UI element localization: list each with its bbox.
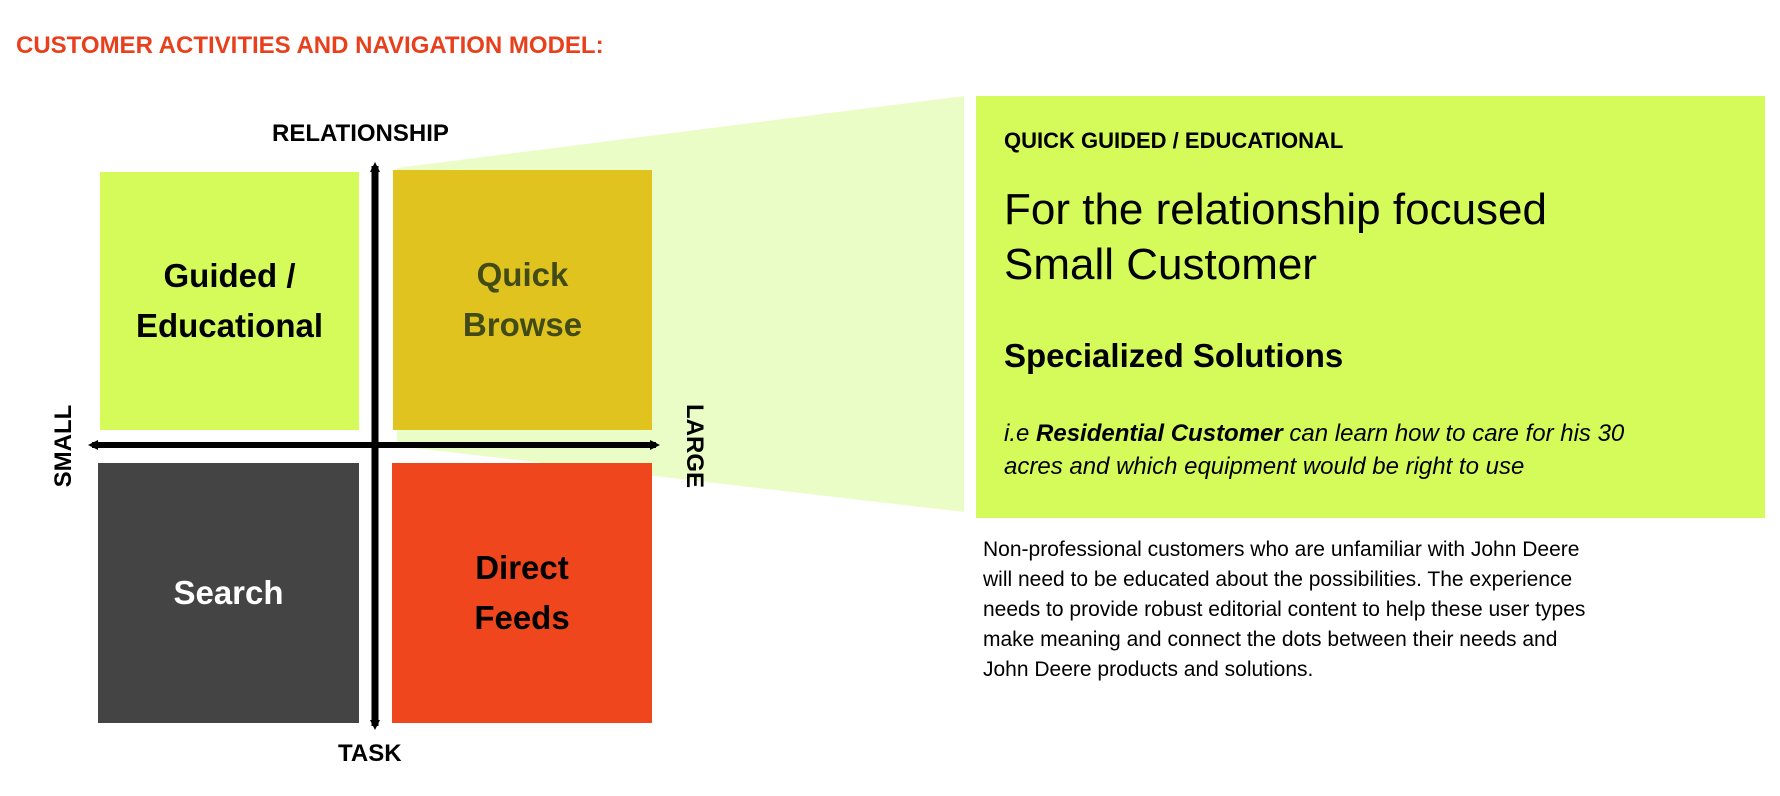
panel-headline: For the relationship focused Small Custo… (1004, 182, 1737, 293)
quadrant-quick-browse[interactable]: Quick Browse (393, 170, 652, 430)
quadrant-direct-feeds[interactable]: Direct Feeds (392, 463, 652, 723)
panel-body-line2: acres and which equipment would be right… (1004, 453, 1525, 481)
description-line: John Deere products and solutions. (983, 658, 1314, 682)
description-line: Non-professional customers who are unfam… (983, 538, 1580, 561)
quadrant-search-line1: Search (173, 573, 284, 611)
quadrant-quick-line2: Browse (462, 306, 583, 343)
description: Non-professional customers who are unfam… (983, 535, 1673, 685)
detail-panel: QUICK GUIDED / EDUCATIONAL For the relat… (976, 96, 1765, 518)
axis-label-large: LARGE (681, 404, 708, 488)
description-line: needs to provide robust editorial conten… (983, 598, 1586, 622)
description-line: make meaning and connect the dots betwee… (983, 628, 1558, 652)
panel-headline-line2: Small Customer (1004, 240, 1317, 290)
quadrant-guided-educational[interactable]: Guided / Educational (100, 172, 359, 430)
axis-label-task: TASK (338, 740, 402, 767)
page-title: CUSTOMER ACTIVITIES AND NAVIGATION MODEL… (16, 32, 604, 59)
axis-label-small: SMALL (50, 404, 77, 488)
panel-subheading: Specialized Solutions (1004, 336, 1344, 374)
axis-label-relationship: RELATIONSHIP (272, 120, 449, 147)
panel-body-prefix: i.e (1004, 419, 1037, 447)
quadrant-quick-line1: Quick (476, 255, 569, 293)
panel-body-bold: Residential Customer (1036, 419, 1283, 447)
panel-body-line1-suffix: can learn how to care for his 30 (1282, 419, 1625, 447)
panel-body: i.e Residential Customer can learn how t… (1004, 417, 1737, 484)
panel-headline-line1: For the relationship focused (1004, 185, 1547, 234)
quadrant-direct-line2: Feeds (474, 599, 570, 636)
quadrant-guided-line1: Guided / (163, 256, 296, 294)
quadrant-guided-line2: Educational (135, 307, 324, 344)
description-line: will need to be educated about the possi… (983, 568, 1573, 592)
quadrant-direct-line1: Direct (475, 548, 569, 586)
quadrant-search[interactable]: Search (98, 463, 359, 723)
panel-kicker: QUICK GUIDED / EDUCATIONAL (1004, 128, 1344, 153)
